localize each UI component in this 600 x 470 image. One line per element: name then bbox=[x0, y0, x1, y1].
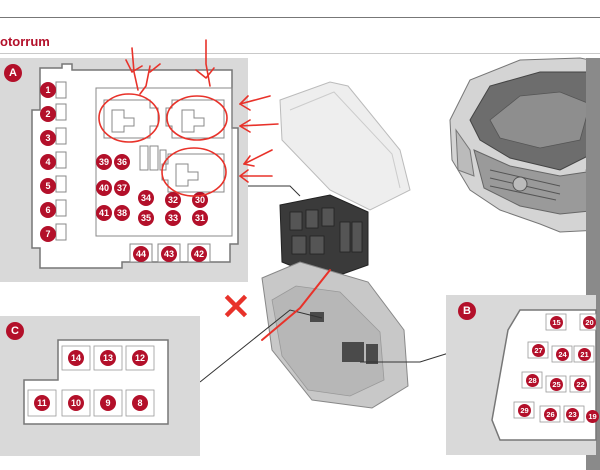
fuse-a-41: 41 bbox=[96, 205, 112, 221]
fuse-a-37: 37 bbox=[114, 180, 130, 196]
fuse-c-9: 9 bbox=[100, 395, 116, 411]
fuse-a-31: 31 bbox=[192, 210, 208, 226]
fuse-b-21: 21 bbox=[578, 348, 591, 361]
fuse-c-10: 10 bbox=[68, 395, 84, 411]
fuse-b-24: 24 bbox=[556, 348, 569, 361]
fuse-a-32: 32 bbox=[165, 192, 181, 208]
fuse-b-19: 19 bbox=[586, 410, 599, 423]
panel-c-badge: C bbox=[6, 322, 24, 340]
title-rule bbox=[0, 53, 600, 54]
fuse-a-42: 42 bbox=[191, 246, 207, 262]
fuse-a-40: 40 bbox=[96, 180, 112, 196]
fuse-a-36: 36 bbox=[114, 154, 130, 170]
page-title: otorrum bbox=[0, 34, 50, 49]
panel-a-badge: A bbox=[4, 64, 22, 82]
fuse-b-29: 29 bbox=[518, 404, 531, 417]
fuse-b-15: 15 bbox=[550, 316, 563, 329]
fuse-c-12: 12 bbox=[132, 350, 148, 366]
fuse-b-20: 20 bbox=[583, 316, 596, 329]
panel-c bbox=[0, 316, 200, 456]
fuse-a-3: 3 bbox=[40, 130, 56, 146]
fuse-a-7: 7 bbox=[40, 226, 56, 242]
fuse-a-38: 38 bbox=[114, 205, 130, 221]
x-mark: × bbox=[220, 283, 252, 327]
fuse-b-26: 26 bbox=[544, 408, 557, 421]
fuse-a-44: 44 bbox=[133, 246, 149, 262]
fuse-a-6: 6 bbox=[40, 202, 56, 218]
fuse-c-11: 11 bbox=[34, 395, 50, 411]
fuse-a-33: 33 bbox=[165, 210, 181, 226]
fuse-a-39: 39 bbox=[96, 154, 112, 170]
fuse-b-27: 27 bbox=[532, 344, 545, 357]
fuse-a-35: 35 bbox=[138, 210, 154, 226]
fuse-a-2: 2 bbox=[40, 106, 56, 122]
fuse-a-34: 34 bbox=[138, 190, 154, 206]
fuse-a-30: 30 bbox=[192, 192, 208, 208]
fuse-a-4: 4 bbox=[40, 154, 56, 170]
header-rule bbox=[0, 17, 600, 18]
fuse-b-22: 22 bbox=[574, 378, 587, 391]
fuse-b-28: 28 bbox=[526, 374, 539, 387]
fuse-a-1: 1 bbox=[40, 82, 56, 98]
panel-a bbox=[0, 58, 248, 282]
fuse-a-43: 43 bbox=[161, 246, 177, 262]
fuse-b-25: 25 bbox=[550, 378, 563, 391]
fuse-a-5: 5 bbox=[40, 178, 56, 194]
fuse-c-14: 14 bbox=[68, 350, 84, 366]
fuse-b-23: 23 bbox=[566, 408, 579, 421]
fuse-c-8: 8 bbox=[132, 395, 148, 411]
fuse-c-13: 13 bbox=[100, 350, 116, 366]
panel-b-badge: B bbox=[458, 302, 476, 320]
